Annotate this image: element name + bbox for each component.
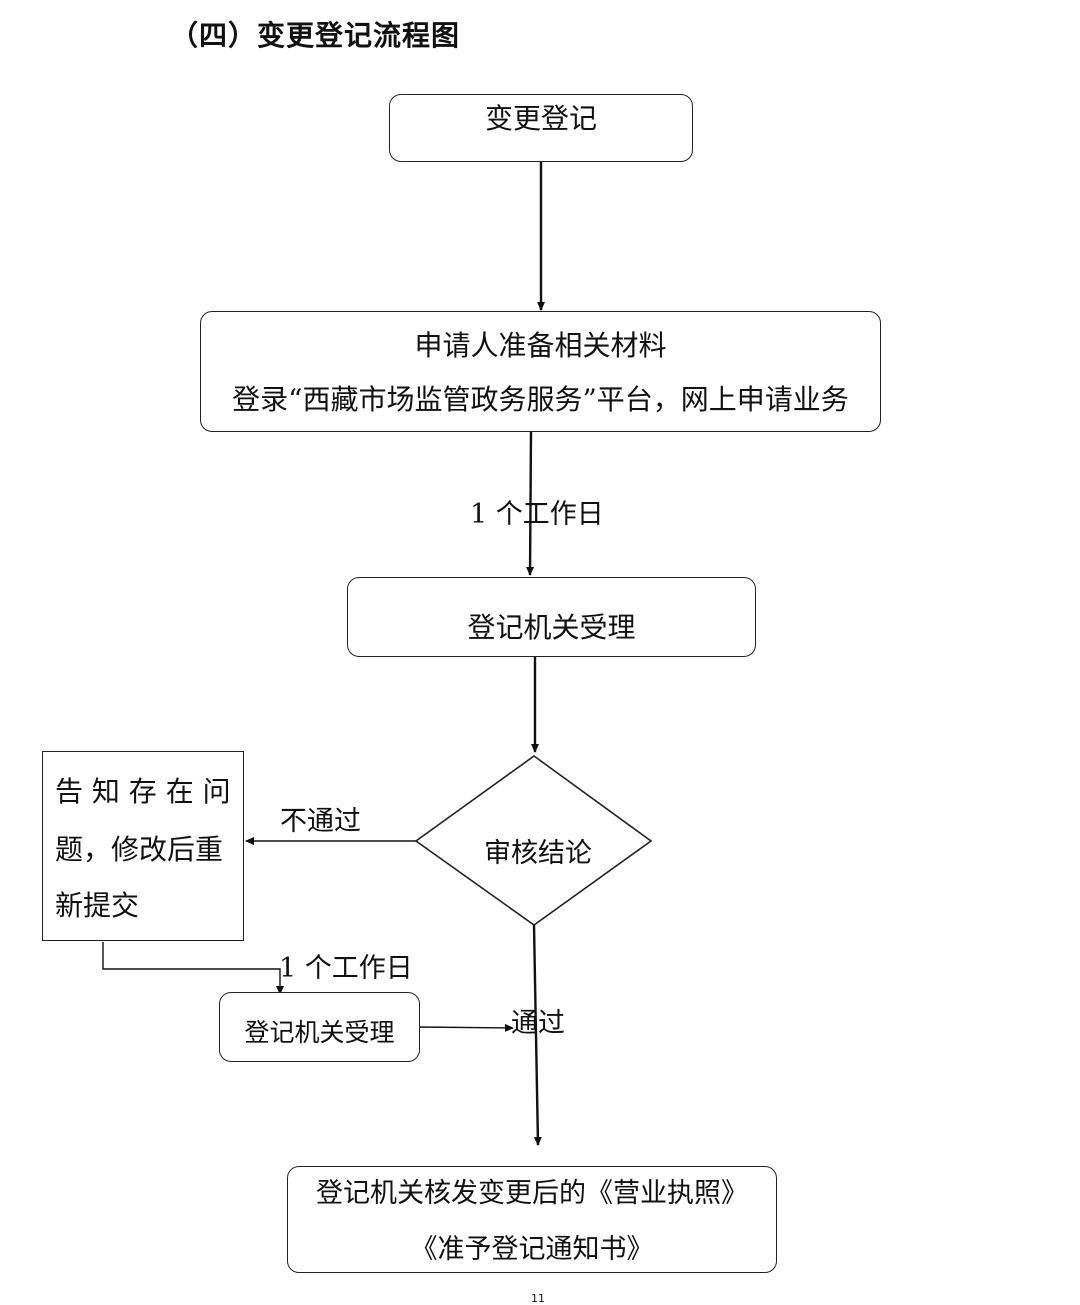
step-notify-issues: 告 知 存 在 问 题，修改后重 新提交	[42, 751, 244, 941]
step-issue-license-line2: 《准予登记通知书》	[410, 1234, 654, 1265]
fail-label: 不通过	[280, 806, 361, 837]
review-decision-label: 审核结论	[484, 838, 592, 869]
step-notify-issues-line3: 新提交	[55, 889, 140, 922]
step-change-registration: 变更登记	[389, 94, 693, 162]
step-prepare-materials-line1: 申请人准备相关材料	[414, 329, 667, 362]
page-title: （四）变更登记流程图	[170, 19, 461, 52]
step-notify-issues-line1: 告 知 存 在 问	[55, 775, 231, 808]
step-registration-reacceptance: 登记机关受理	[219, 992, 420, 1062]
arrow-notify-to-reaccept	[102, 942, 284, 995]
page-number: 11	[531, 1292, 545, 1305]
pass-label: 通过	[511, 1008, 565, 1039]
step-registration-acceptance-label: 登记机关受理	[467, 611, 636, 644]
step-prepare-materials: 申请人准备相关材料 登录“西藏市场监管政务服务”平台，网上申请业务	[200, 311, 881, 432]
arrow-reaccept-to-pass	[418, 1023, 514, 1032]
step-registration-acceptance: 登记机关受理	[347, 577, 756, 657]
step-issue-license-line1: 登记机关核发变更后的《营业执照》	[316, 1178, 748, 1209]
step-change-registration-label: 变更登记	[484, 102, 597, 135]
step-issue-license: 登记机关核发变更后的《营业执照》 《准予登记通知书》	[287, 1166, 777, 1273]
step-notify-issues-line2: 题，修改后重	[55, 833, 224, 866]
arrow-prepare-to-accept	[526, 431, 535, 576]
step-registration-reacceptance-label: 登记机关受理	[244, 1018, 395, 1047]
working-day-label-resubmit: 1 个工作日	[279, 953, 413, 984]
working-day-label-main: 1 个工作日	[470, 499, 604, 530]
arrow-review-pass-to-issue	[532, 924, 542, 1146]
step-prepare-materials-line2: 登录“西藏市场监管政务服务”平台，网上申请业务	[232, 383, 849, 416]
